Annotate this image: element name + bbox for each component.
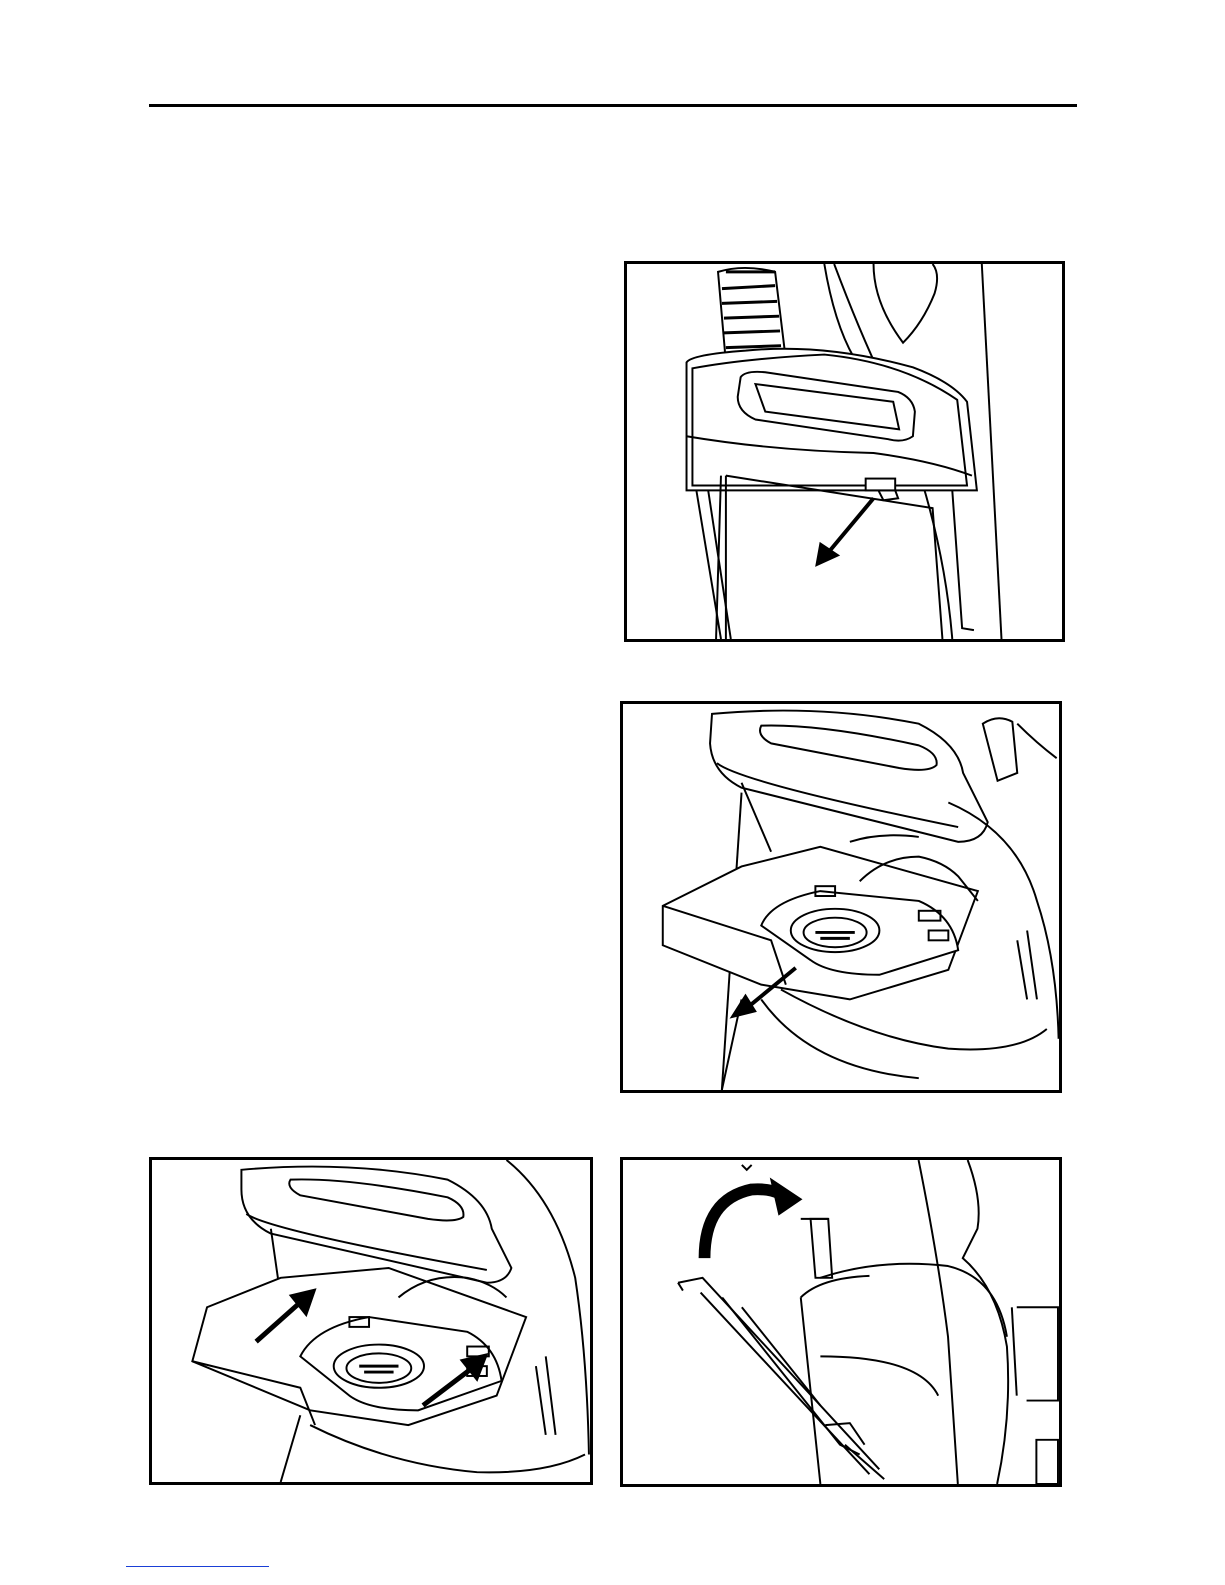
header-rule [149, 104, 1077, 107]
door-close-illustration [623, 1160, 1059, 1484]
bag-insert-illustration [152, 1160, 590, 1482]
footer-link-rule [126, 1566, 269, 1567]
bag-door-open-illustration [627, 264, 1062, 639]
figure-insert-bag [149, 1157, 593, 1485]
bag-removal-illustration [623, 704, 1059, 1090]
figure-close-door [620, 1157, 1062, 1487]
figure-open-bag-door [624, 261, 1065, 642]
figure-remove-bag [620, 701, 1062, 1093]
